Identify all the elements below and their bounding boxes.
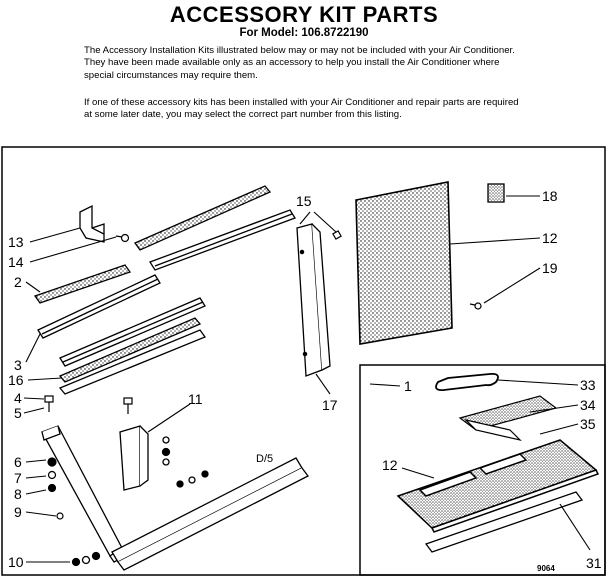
callout-33: 33	[580, 377, 596, 393]
part-14-screw	[115, 233, 130, 243]
part-15-screw	[332, 230, 342, 240]
callout-18: 18	[542, 188, 558, 204]
callout-7: 7	[14, 470, 22, 486]
callout-6: 6	[14, 454, 22, 470]
part-10-bar	[71, 457, 309, 571]
callout-8: 8	[14, 486, 22, 502]
callout-31: 31	[586, 555, 602, 571]
intro-paragraph-1: The Accessory Installation Kits illustra…	[84, 45, 515, 81]
leader-lines	[23, 195, 591, 563]
callout-13: 13	[8, 234, 24, 250]
callout-2: 2	[14, 274, 22, 290]
callout-1: 1	[404, 378, 412, 394]
callout-4: 4	[14, 390, 22, 406]
callout-14: 14	[8, 254, 24, 270]
callout-15: 15	[296, 193, 312, 209]
part-3-channel	[37, 274, 206, 367]
callout-5: 5	[14, 405, 22, 421]
intro-paragraph-2: If one of these accessory kits has been …	[84, 97, 519, 121]
part-11-bracket	[119, 425, 209, 491]
part-16-strips	[58, 317, 207, 395]
page-title: ACCESSORY KIT PARTS	[169, 2, 439, 27]
callout-34: 34	[580, 397, 596, 413]
callout-35: 35	[580, 416, 596, 432]
part-2-channel-bars	[33, 185, 296, 304]
part-18-block	[487, 183, 505, 203]
callout-3: 3	[14, 357, 22, 373]
part-6-leg	[41, 425, 127, 563]
model-number: For Model: 106.8722190	[239, 27, 369, 39]
part-7-8-9-hardware	[47, 457, 64, 520]
part-31-rail	[424, 491, 584, 553]
kit-12-base-panel	[396, 439, 600, 533]
part-13-bracket	[79, 204, 105, 243]
callout-17: 17	[322, 397, 338, 413]
part-17-vertical-channel	[296, 223, 331, 377]
part-19-screw	[469, 302, 482, 310]
kit-1-frame	[359, 364, 606, 576]
callout-19: 19	[542, 260, 558, 276]
callout-12: 12	[542, 230, 558, 246]
callout-9: 9	[14, 504, 22, 520]
page-mark: D/5	[256, 453, 273, 465]
callout-12-kit: 12	[382, 457, 398, 473]
part-4-screw	[44, 395, 133, 414]
drawing-number: 9064	[537, 564, 555, 573]
callout-11: 11	[188, 391, 203, 407]
callout-16: 16	[8, 372, 24, 388]
diagram-frame	[1, 146, 606, 576]
part-33-gasket	[435, 373, 499, 391]
callout-10: 10	[8, 554, 24, 570]
part-12-panel	[355, 181, 453, 345]
